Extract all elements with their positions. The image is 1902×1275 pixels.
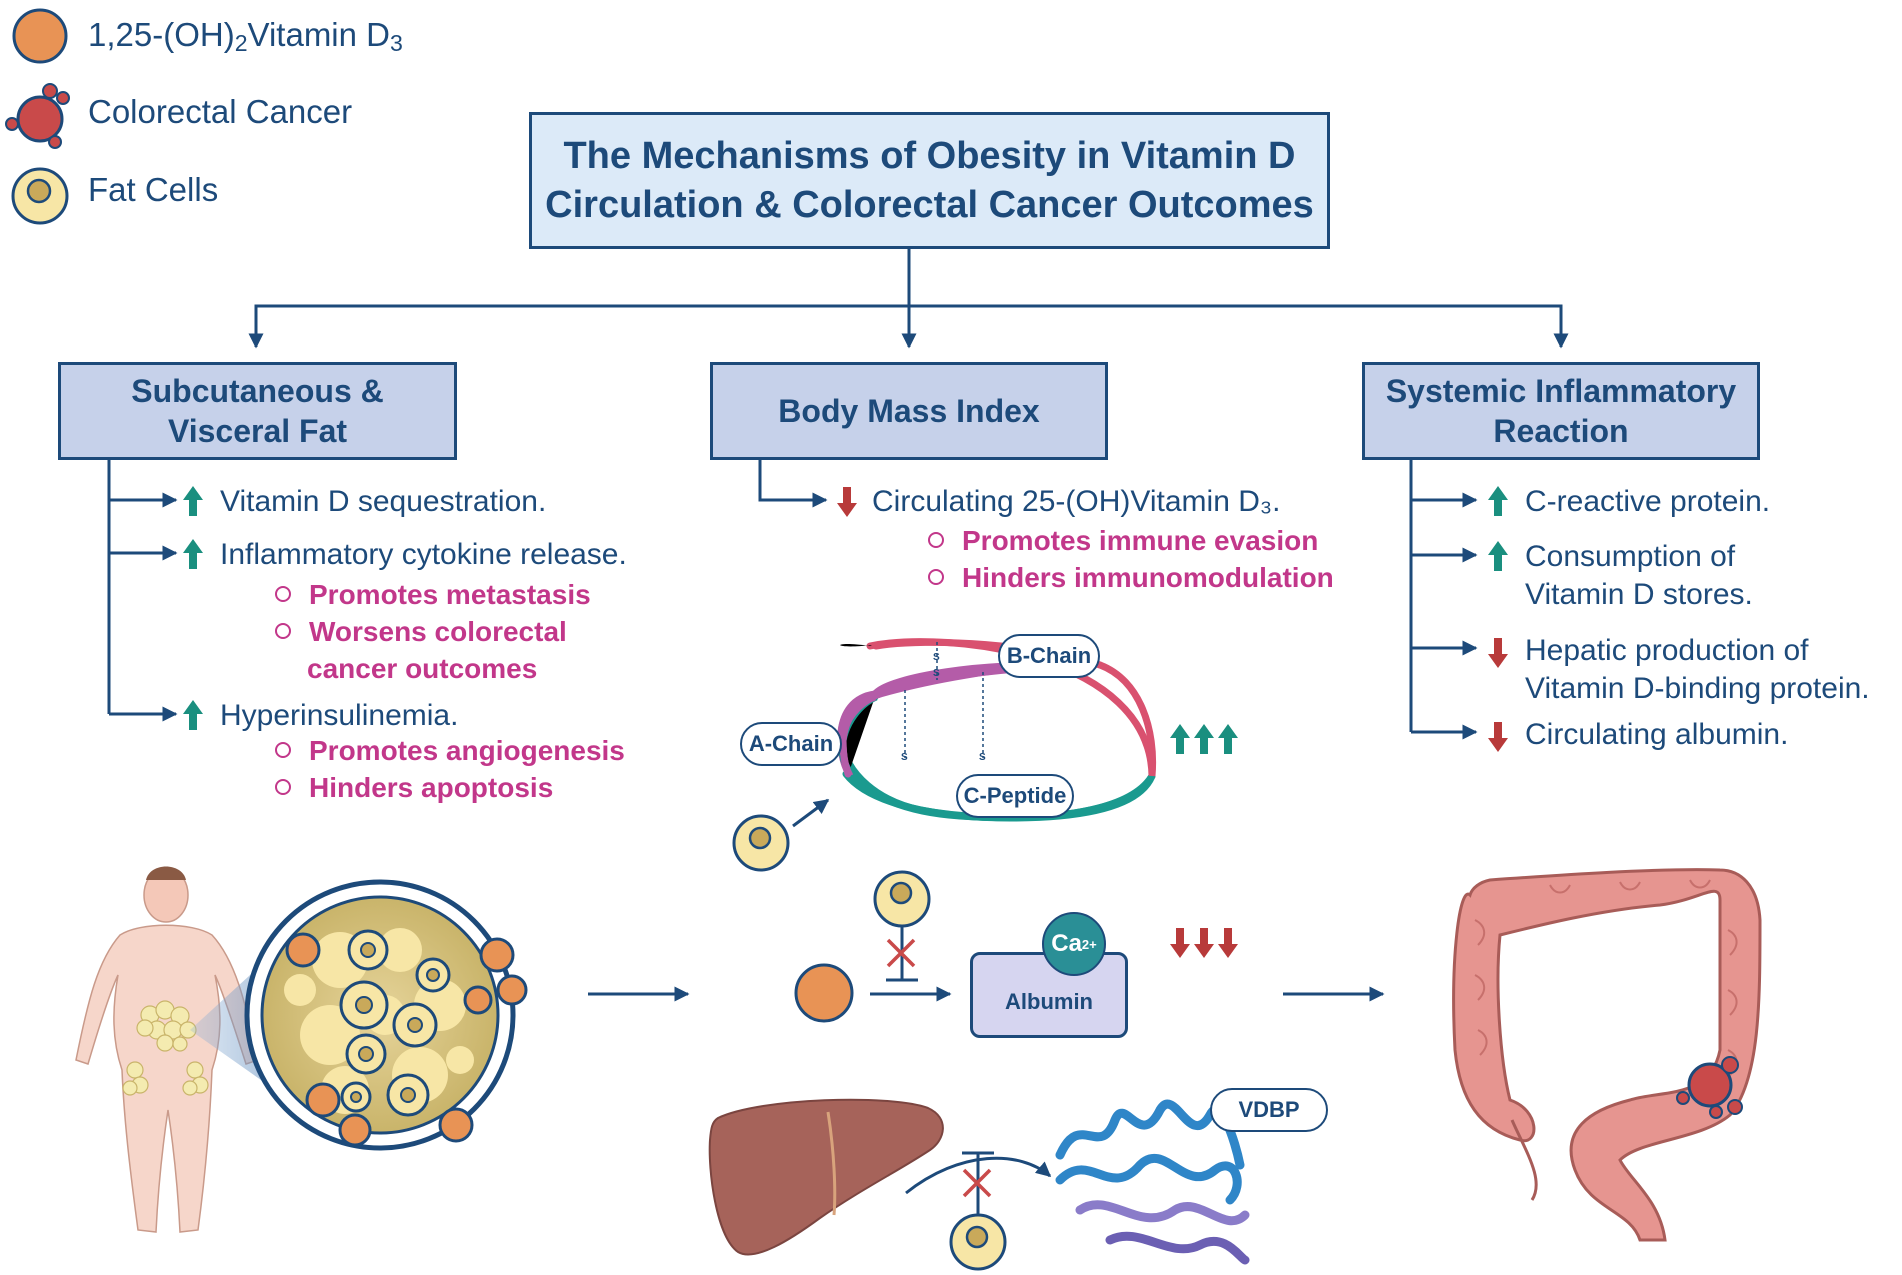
- b-chain-label: B-Chain: [998, 634, 1100, 678]
- fat-item-2-sub-2: Worsens colorectal: [275, 613, 567, 650]
- svg-text:S: S: [901, 752, 908, 763]
- sir-branches: [1409, 460, 1478, 740]
- sir-item-2a: Consumption of: [1525, 540, 1736, 573]
- title-line-1: The Mechanisms of Obesity in Vitamin D: [563, 134, 1296, 177]
- sir-item-4: Circulating albumin.: [1525, 718, 1789, 751]
- category-fat-line-1: Subcutaneous &: [131, 373, 384, 409]
- category-sir: Systemic Inflammatory Reaction: [1362, 362, 1760, 460]
- legend-crc-label: Colorectal Cancer: [88, 93, 353, 130]
- albumin-box: Albumin: [970, 952, 1128, 1038]
- bullet-icon: [275, 741, 291, 758]
- fat-item-3: Hyperinsulinemia.: [220, 699, 459, 732]
- legend-crc-icon: [5, 83, 70, 149]
- tree-connectors: [248, 249, 1569, 349]
- vdbp-label: VDBP: [1210, 1088, 1328, 1132]
- bmi-sub-1: Promotes immune evasion: [928, 522, 1318, 559]
- adipose-tissue-icon: [244, 879, 528, 1151]
- fat-item-3-sub-2: Hinders apoptosis: [275, 769, 553, 806]
- fat-item-3-sub-1: Promotes angiogenesis: [275, 732, 625, 769]
- svg-text:S: S: [933, 668, 940, 679]
- bmi-sub-2-text: Hinders immunomodulation: [962, 562, 1334, 593]
- fat-item-3-sub-1-text: Promotes angiogenesis: [309, 735, 625, 766]
- vdbp-protein-icon: [1055, 1099, 1250, 1265]
- legend-fat-label: Fat Cells: [88, 171, 219, 208]
- bmi-item-1-text: Circulating 25-(OH)Vitamin D: [872, 485, 1260, 518]
- fat-item-2-sub-2-text: Worsens colorectal: [309, 616, 567, 647]
- bullet-icon: [275, 778, 291, 795]
- c-peptide-label: C-Peptide: [956, 774, 1074, 818]
- category-fat-line-2: Visceral Fat: [167, 413, 348, 449]
- down-arrow-icon: [837, 487, 1508, 752]
- legend-fat-icon: [11, 167, 69, 225]
- category-bmi: Body Mass Index: [710, 362, 1108, 460]
- category-sir-line-2: Reaction: [1493, 413, 1629, 449]
- fat-item-2: Inflammatory cytokine release.: [220, 538, 627, 571]
- legend-vitd-icon: [12, 8, 68, 64]
- bmi-item-1: Circulating 25-(OH)Vitamin D₃.: [872, 483, 1280, 521]
- bullet-icon: [928, 531, 944, 548]
- svg-text:S: S: [933, 652, 940, 663]
- legend-vitd-text-c: Vitamin D: [247, 16, 390, 53]
- albumin-label: Albumin: [1005, 989, 1093, 1014]
- legend-vitd-text-a: 1,25-(OH): [88, 16, 235, 53]
- legend-vitd-text-d: 3: [390, 29, 403, 56]
- liver-icon: [708, 1098, 944, 1256]
- category-bmi-line-1: Body Mass Index: [778, 393, 1040, 429]
- sir-item-3b: Vitamin D-binding protein.: [1525, 672, 1870, 705]
- legend-vitd-text-b: 2: [234, 29, 248, 56]
- bullet-icon: [928, 568, 944, 585]
- sir-item-2b: Vitamin D stores.: [1525, 578, 1753, 611]
- liver-vdbp-inhibition: [905, 1151, 1052, 1271]
- bullet-icon: [275, 585, 291, 602]
- category-sir-line-1: Systemic Inflammatory: [1385, 373, 1737, 409]
- bmi-sub-2: Hinders immunomodulation: [928, 559, 1334, 596]
- sir-item-3a: Hepatic production of: [1525, 634, 1809, 667]
- inhibition-icon: [886, 938, 916, 968]
- human-figure-icon: [75, 866, 259, 1233]
- colorectal-cancer-cell-icon: [1676, 1056, 1743, 1119]
- bullet-icon: [275, 622, 291, 639]
- bmi-branches: [758, 460, 828, 508]
- fat-item-1: Vitamin D sequestration.: [220, 485, 547, 518]
- a-chain-label: A-Chain: [740, 722, 842, 766]
- legend-vitd-label: 1,25-(OH)2Vitamin D3: [88, 15, 403, 58]
- calcium-charge: 2+: [1081, 936, 1097, 952]
- fat-branches: [107, 460, 178, 722]
- fat-item-2-sub-2-cont: cancer outcomes: [307, 653, 538, 684]
- albumin-down-arrows: [1170, 928, 1238, 958]
- sir-item-1: C-reactive protein.: [1525, 485, 1771, 518]
- category-fat: Subcutaneous & Visceral Fat: [58, 362, 457, 460]
- fat-item-2-sub-1: Promotes metastasis: [275, 576, 591, 613]
- up-arrow-icon: [183, 486, 1508, 730]
- colon-icon: [1452, 868, 1762, 1242]
- fat-item-2-sub-1-text: Promotes metastasis: [309, 579, 591, 610]
- bmi-sub-1-text: Promotes immune evasion: [962, 525, 1319, 556]
- bmi-item-1-suffix: ₃.: [1259, 485, 1281, 518]
- title-line-2: Circulation & Colorectal Cancer Outcomes: [545, 183, 1314, 226]
- calcium-label: Ca: [1051, 930, 1082, 957]
- albumin-binding-illustration: [794, 870, 952, 1023]
- svg-text:S: S: [979, 752, 986, 763]
- fat-item-3-sub-2-text: Hinders apoptosis: [309, 772, 554, 803]
- insulin-up-arrows: [1170, 724, 1238, 754]
- page-title: The Mechanisms of Obesity in Vitamin D C…: [529, 112, 1330, 249]
